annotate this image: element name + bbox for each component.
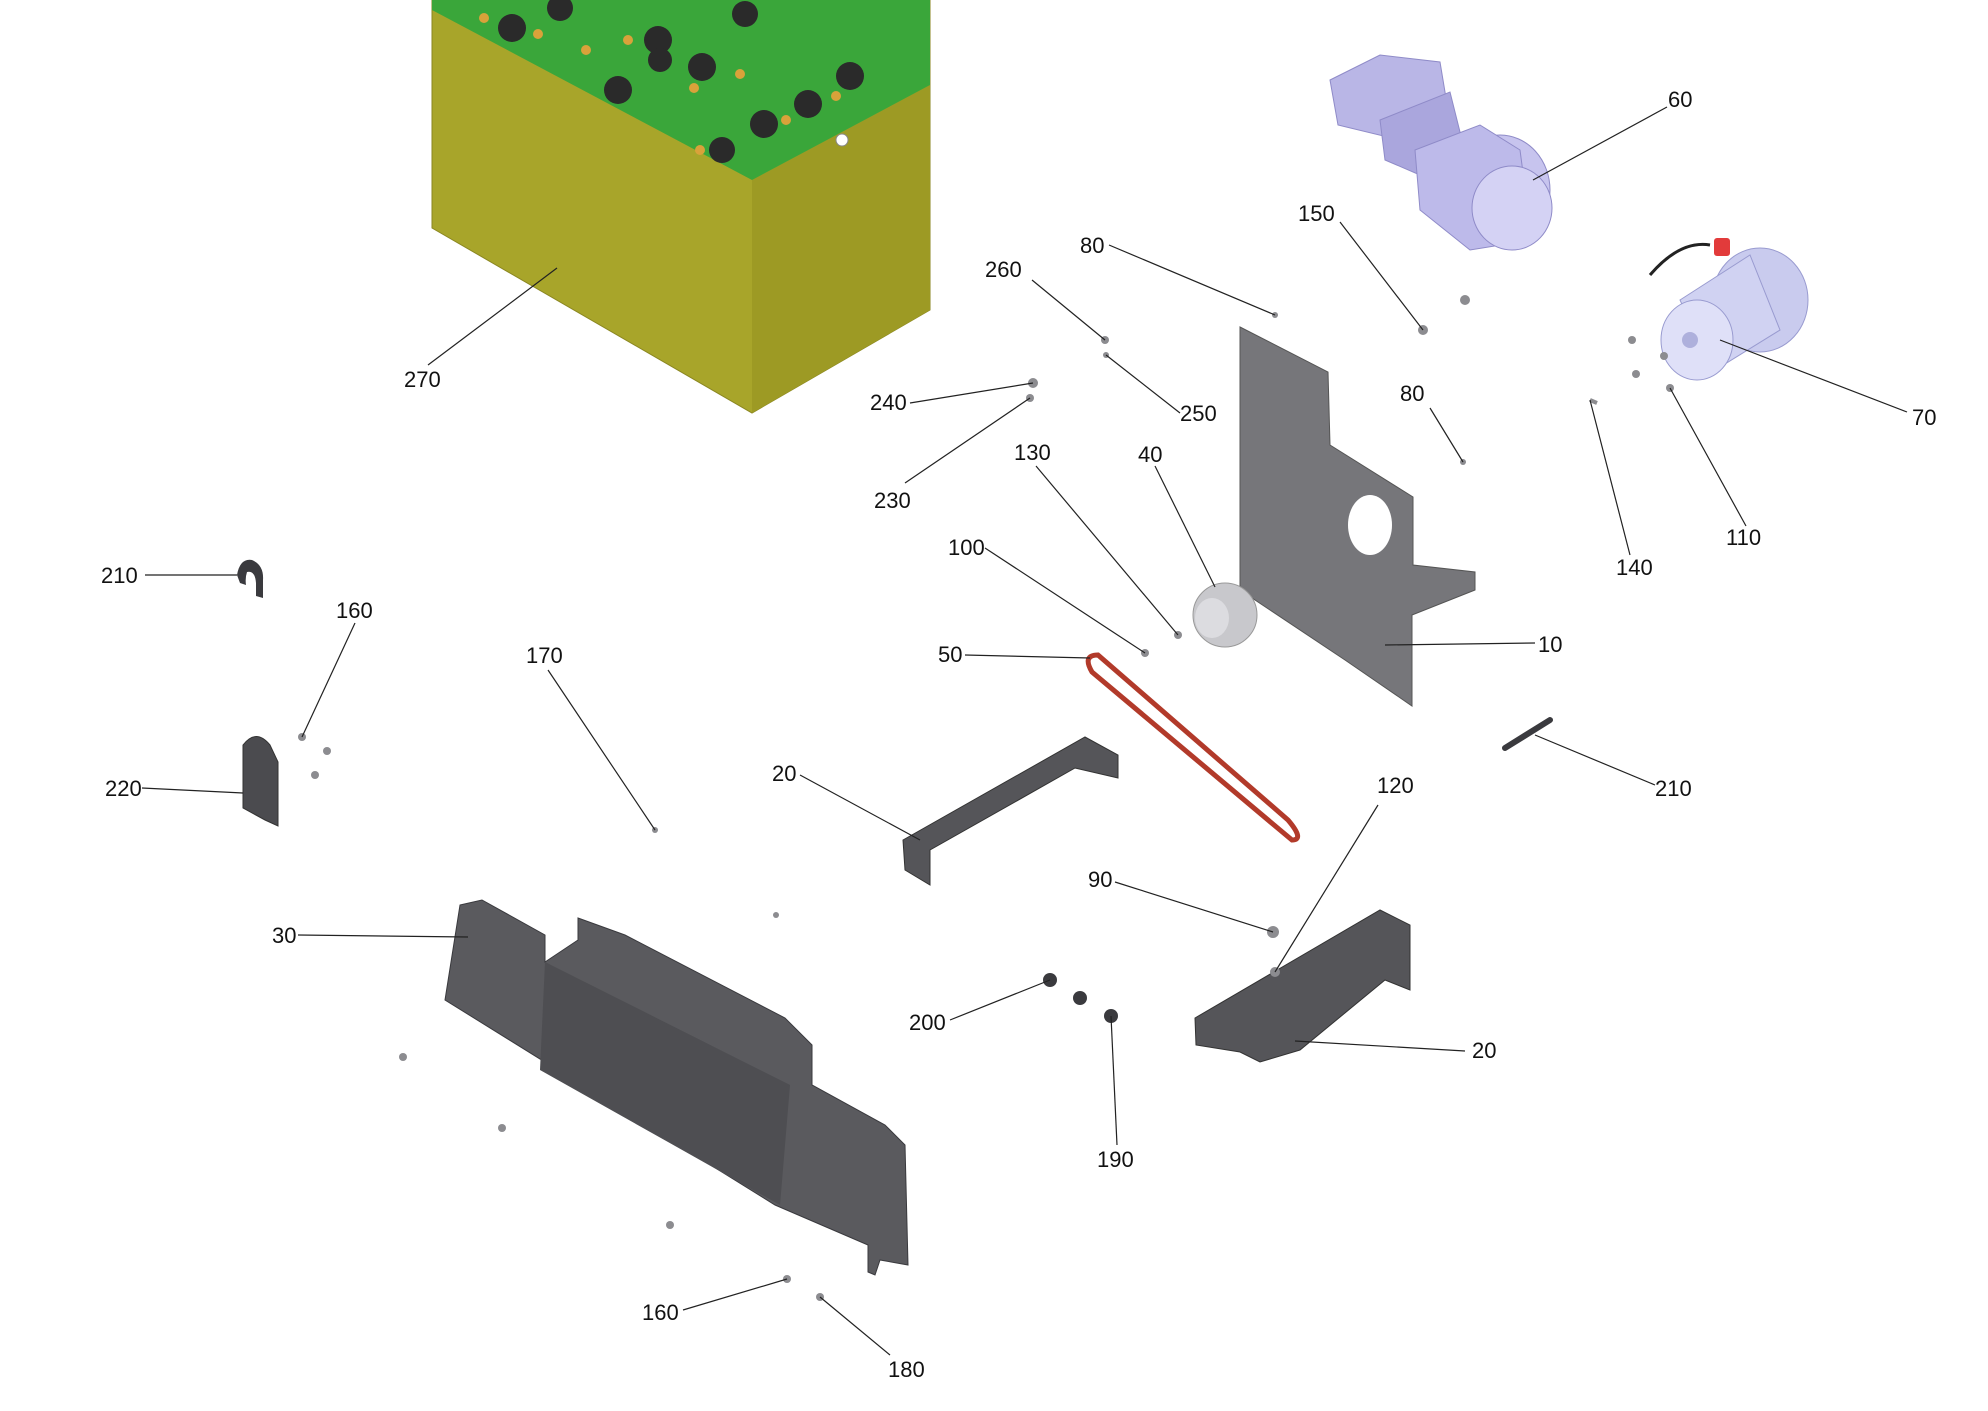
- callout-170: 170: [526, 643, 563, 668]
- callout-160-bottom: 160: [642, 1300, 679, 1325]
- callout-130: 130: [1014, 440, 1051, 465]
- drive-belt-part-50: [1085, 652, 1301, 843]
- callout-140: 140: [1616, 555, 1653, 580]
- callout-210-left: 210: [101, 563, 138, 588]
- leader-lines: [141, 106, 1908, 1356]
- rod-part-210-right: [1502, 717, 1553, 751]
- callout-240: 240: [870, 390, 907, 415]
- electric-motor-part-70: [1648, 238, 1809, 381]
- callout-70: 70: [1912, 405, 1936, 430]
- callout-150: 150: [1298, 201, 1335, 226]
- callout-220: 220: [105, 776, 142, 801]
- callout-90: 90: [1088, 867, 1112, 892]
- callout-260: 260: [985, 257, 1022, 282]
- callout-180: 180: [888, 1357, 925, 1382]
- callout-50: 50: [938, 642, 962, 667]
- callout-40: 40: [1138, 442, 1162, 467]
- callout-20-right: 20: [1472, 1038, 1496, 1063]
- callout-100: 100: [948, 535, 985, 560]
- battery-part-270: [431, 0, 931, 414]
- callout-210-right: 210: [1655, 776, 1692, 801]
- callout-110: 110: [1726, 525, 1761, 550]
- callout-190: 190: [1097, 1147, 1134, 1172]
- callout-160-top: 160: [336, 598, 373, 623]
- callout-10: 10: [1538, 632, 1562, 657]
- callout-200: 200: [909, 1010, 946, 1035]
- callout-30: 30: [272, 923, 296, 948]
- cover-panel-part-30: [444, 899, 909, 1276]
- bracket-part-20-right: [1194, 909, 1411, 1063]
- hydraulic-pump-part-60: [1329, 54, 1553, 251]
- callout-250: 250: [1180, 401, 1217, 426]
- clip-part-210-left: [237, 559, 264, 598]
- callout-80-top: 80: [1080, 233, 1104, 258]
- callout-230: 230: [874, 488, 911, 513]
- callout-labels: 270 60 150 80 260 70 240 250 80 230 130 …: [101, 87, 1936, 1382]
- battery-cells: [498, 0, 864, 163]
- callout-270: 270: [404, 367, 441, 392]
- callout-120: 120: [1377, 773, 1414, 798]
- callout-20-left: 20: [772, 761, 796, 786]
- bracket-part-20-left: [902, 736, 1119, 886]
- mounting-plate-part-10: [1239, 326, 1476, 707]
- callout-60: 60: [1668, 87, 1692, 112]
- clip-part-220: [242, 736, 279, 827]
- pulley-part-40: [1192, 582, 1258, 648]
- callout-80-mid: 80: [1400, 381, 1424, 406]
